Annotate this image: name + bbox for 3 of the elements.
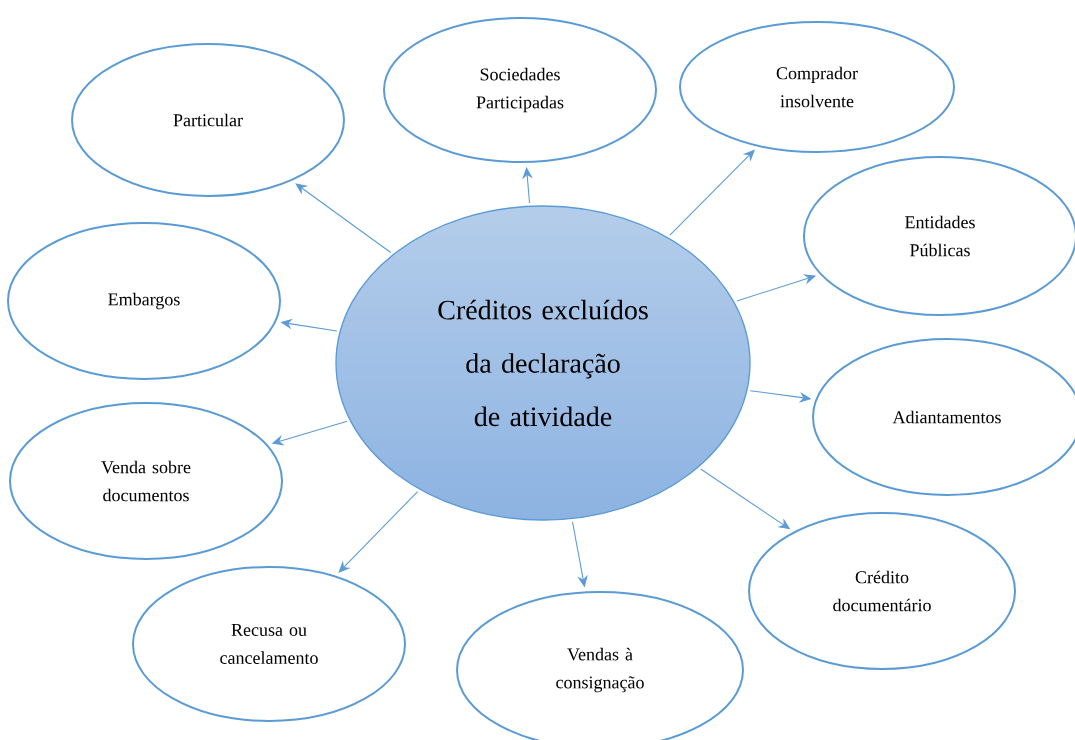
arrow [295, 183, 392, 254]
arrow [338, 491, 419, 573]
arrow [669, 149, 755, 236]
